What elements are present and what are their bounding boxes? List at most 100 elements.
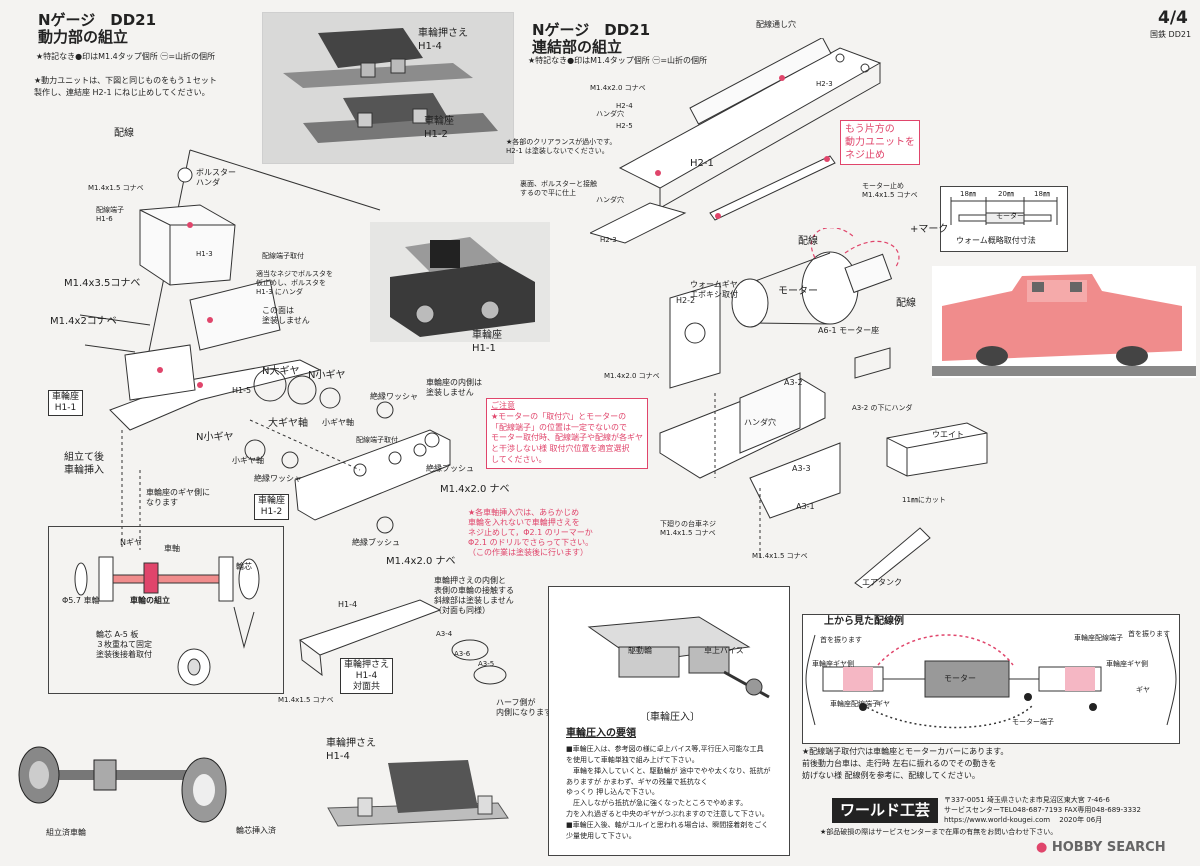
wiring-loop-l: 首を振ります — [820, 636, 862, 644]
wiring-loop-r: 首を振ります — [1128, 630, 1170, 638]
label-a32-under: A3-2 の下にハンダ — [852, 404, 913, 412]
label-h22: H2-2 — [676, 296, 696, 305]
wiring-gear-r: ギヤ — [1136, 686, 1150, 694]
press-vise: 卓上バイス — [704, 646, 744, 655]
label-plus-mark: +マーク — [910, 224, 949, 235]
wiring-motor-terminal: モーター端子 — [1012, 718, 1054, 726]
wiring-gear-l: ギヤ — [876, 700, 890, 708]
label-bolster-note: 適当なネジでボルスタを 仮止めし、ボルスタを H1-3 にハンダ — [256, 270, 333, 296]
label-a36: A3-6 — [454, 650, 471, 658]
label-wiring-terminal: 配線端子 H1-6 — [96, 206, 124, 223]
worm-dim-2: 20㎜ — [998, 190, 1014, 198]
motor-diagram — [659, 228, 931, 588]
company-logo: ワールド工芸 — [832, 798, 939, 823]
label-insert-after: 組立て後 車輪挿入 — [64, 452, 104, 476]
label-big-gear-axle: 大ギヤ軸 — [268, 418, 308, 429]
label-screw-20b: M1.4x2.0 コナベ — [604, 372, 660, 380]
right-legend: ★特記なき●印はM1.4タップ個所 ㊀=山折の個所 — [528, 56, 708, 65]
press-caption: 〔車輪圧入〕 — [640, 712, 700, 723]
label-insulating-bush: 絶縁ブッシュ — [426, 464, 474, 473]
label-screw-20: M1.4x2.0 コナベ — [590, 84, 646, 92]
label-half-side: ハーフ側が 内側になります — [496, 698, 552, 717]
photo-label-core-inserted: 輪芯挿入済 — [236, 826, 276, 835]
wheel-n-gear: Nギヤ — [120, 538, 142, 547]
label-terminal-mount-2: 配線端子取付 — [356, 436, 398, 444]
watermark-icon: ● — [1036, 840, 1048, 855]
label-holder-inner-note: 車輪押さえの内側と 表側の車輪の接触する 斜線部は塗装しません （対面も同様） — [434, 576, 514, 615]
connector-diagram — [590, 38, 882, 244]
label-holder-box: 車輪押さえ H1-4 対面共 — [340, 658, 394, 695]
worm-motor: モーター — [996, 212, 1024, 220]
wiring-title: 上から見た配線例 — [824, 616, 904, 627]
label-a34: A3-4 — [436, 630, 453, 638]
caution-title: ご注意 — [491, 401, 515, 410]
caution-box: ご注意 ★モーターの「取付穴」とモーターの 「配線端子」の位置は一定でないので … — [486, 398, 648, 469]
label-a33: A3-3 — [792, 464, 811, 473]
label-screw-20-n-2: M1.4x2.0 ナベ — [386, 556, 456, 567]
label-inner-not-painted: 車輪座の内側は 塗装しません — [426, 378, 482, 397]
wheel-detail-box — [48, 526, 284, 694]
press-section — [548, 586, 790, 856]
label-weight: ウエイト — [932, 430, 964, 439]
wiring-terminal-r: 車輪座配線端子 — [1074, 634, 1123, 642]
label-clearance: ★各部のクリアランスが過小です。 H2-1 は塗装しないでください。 — [506, 138, 617, 155]
label-h15: H1-5 — [232, 386, 252, 395]
label-motor: モーター — [778, 286, 818, 297]
caution-body: ★モーターの「取付穴」とモーターの 「配線端子」の位置は一定でないので モーター… — [491, 411, 643, 464]
label-seat-h11: 車輪座 H1-1 — [48, 390, 84, 416]
label-insulating-washer: 絶縁ワッシャ — [370, 392, 418, 401]
label-a31: A3-1 — [796, 502, 815, 511]
label-wiring-1: 配線 — [798, 236, 818, 247]
label-worm-gear: ウォームギヤ エポキシ取付 — [690, 280, 738, 299]
label-small-gear-axle-2: 小ギヤ軸 — [232, 456, 264, 465]
wheel-core-note: 輪芯 A-5 板 ３枚重ねて固定 塗装後接着取付 — [96, 630, 152, 659]
label-solder-hole-2: ハンダ穴 — [596, 196, 624, 204]
label-screw-15b: M1.4x1.5 コナベ — [278, 696, 334, 704]
label-bolster: ボルスター ハンダ — [196, 168, 236, 187]
label-h23: H2-3 — [600, 236, 617, 244]
label-wiring-2: 配線 — [896, 298, 916, 309]
label-n-small-gear: N小ギヤ — [308, 370, 346, 381]
left-note-1: ★動力ユニットは、下図と同じものをもう１セット — [34, 76, 217, 85]
press-title: 車輪圧入の要領 — [566, 728, 636, 739]
label-h23-top: H2-3 — [816, 80, 833, 88]
wiring-terminal-l: 車輪座配線端子 — [830, 700, 879, 708]
label-air-tank: エアタンク — [862, 578, 902, 587]
label-solder-hole-3: ハンダ穴 — [744, 418, 776, 427]
pink-other-unit: もう片方の 動力ユニットを ネジ止め — [840, 120, 920, 165]
wiring-example-box — [802, 614, 1180, 744]
pink-axle-note: ★各車軸挿入穴は、あらかじめ 車輪を入れないで車輪押さえを ネジ止めして，Φ2.… — [468, 508, 594, 557]
label-a32: A3-2 — [784, 378, 803, 387]
press-drive-wheel: 駆動輪 — [628, 646, 652, 655]
page-model: 国鉄 DD21 — [1150, 30, 1192, 39]
label-h13: H1-3 — [196, 250, 213, 258]
label-motor-stop: モーター止め M1.4x1.5 コナベ — [862, 182, 918, 199]
worm-dimension-box — [940, 186, 1068, 252]
company-address: 〒337-0051 埼玉県さいたま市見沼区東大宮 7-46-6 — [944, 796, 1110, 804]
label-h25: H2-5 — [616, 122, 633, 130]
label-solder-hole: ハンダ穴 — [596, 110, 624, 118]
label-seat-h12: 車輪座 H1-2 — [254, 494, 290, 520]
worm-caption: ウォーム概略取付寸法 — [956, 236, 1036, 245]
photo-assembled-wheel — [4, 730, 236, 834]
watermark: ● HOBBY SEARCH — [1036, 840, 1166, 855]
label-small-gear-axle: 小ギヤ軸 — [322, 418, 354, 427]
press-body: ■車輪圧入は、参考図の様に卓上バイス等,平行圧入可能な工具 を使用して車軸単独で… — [566, 745, 771, 840]
label-bolster-note-right: 裏面、ボルスターと接触 するので平に仕上 — [520, 180, 597, 197]
wiring-note: ★配線端子取付穴は車輪座とモーターカバーにあります。 前後動力台車は、走行時 左… — [802, 747, 1009, 780]
label-wiring-hole: 配線通し穴 — [756, 20, 796, 29]
photo-wheel-holders — [262, 12, 514, 164]
label-gear-side: 車輪座のギヤ側に なります — [146, 488, 210, 507]
label-n-small-gear-2: N小ギヤ — [196, 432, 234, 443]
wheel-caption: 車輪の組立 — [130, 596, 170, 605]
label-screw-35: M1.4x3.5コナベ — [64, 278, 141, 289]
label-n-big-gear: N大ギヤ — [262, 366, 300, 377]
label-h24: H2-4 — [616, 102, 633, 110]
label-a35: A3-5 — [478, 660, 495, 668]
label-insulating-washer-2: 絶縁ワッシャ — [254, 474, 302, 483]
